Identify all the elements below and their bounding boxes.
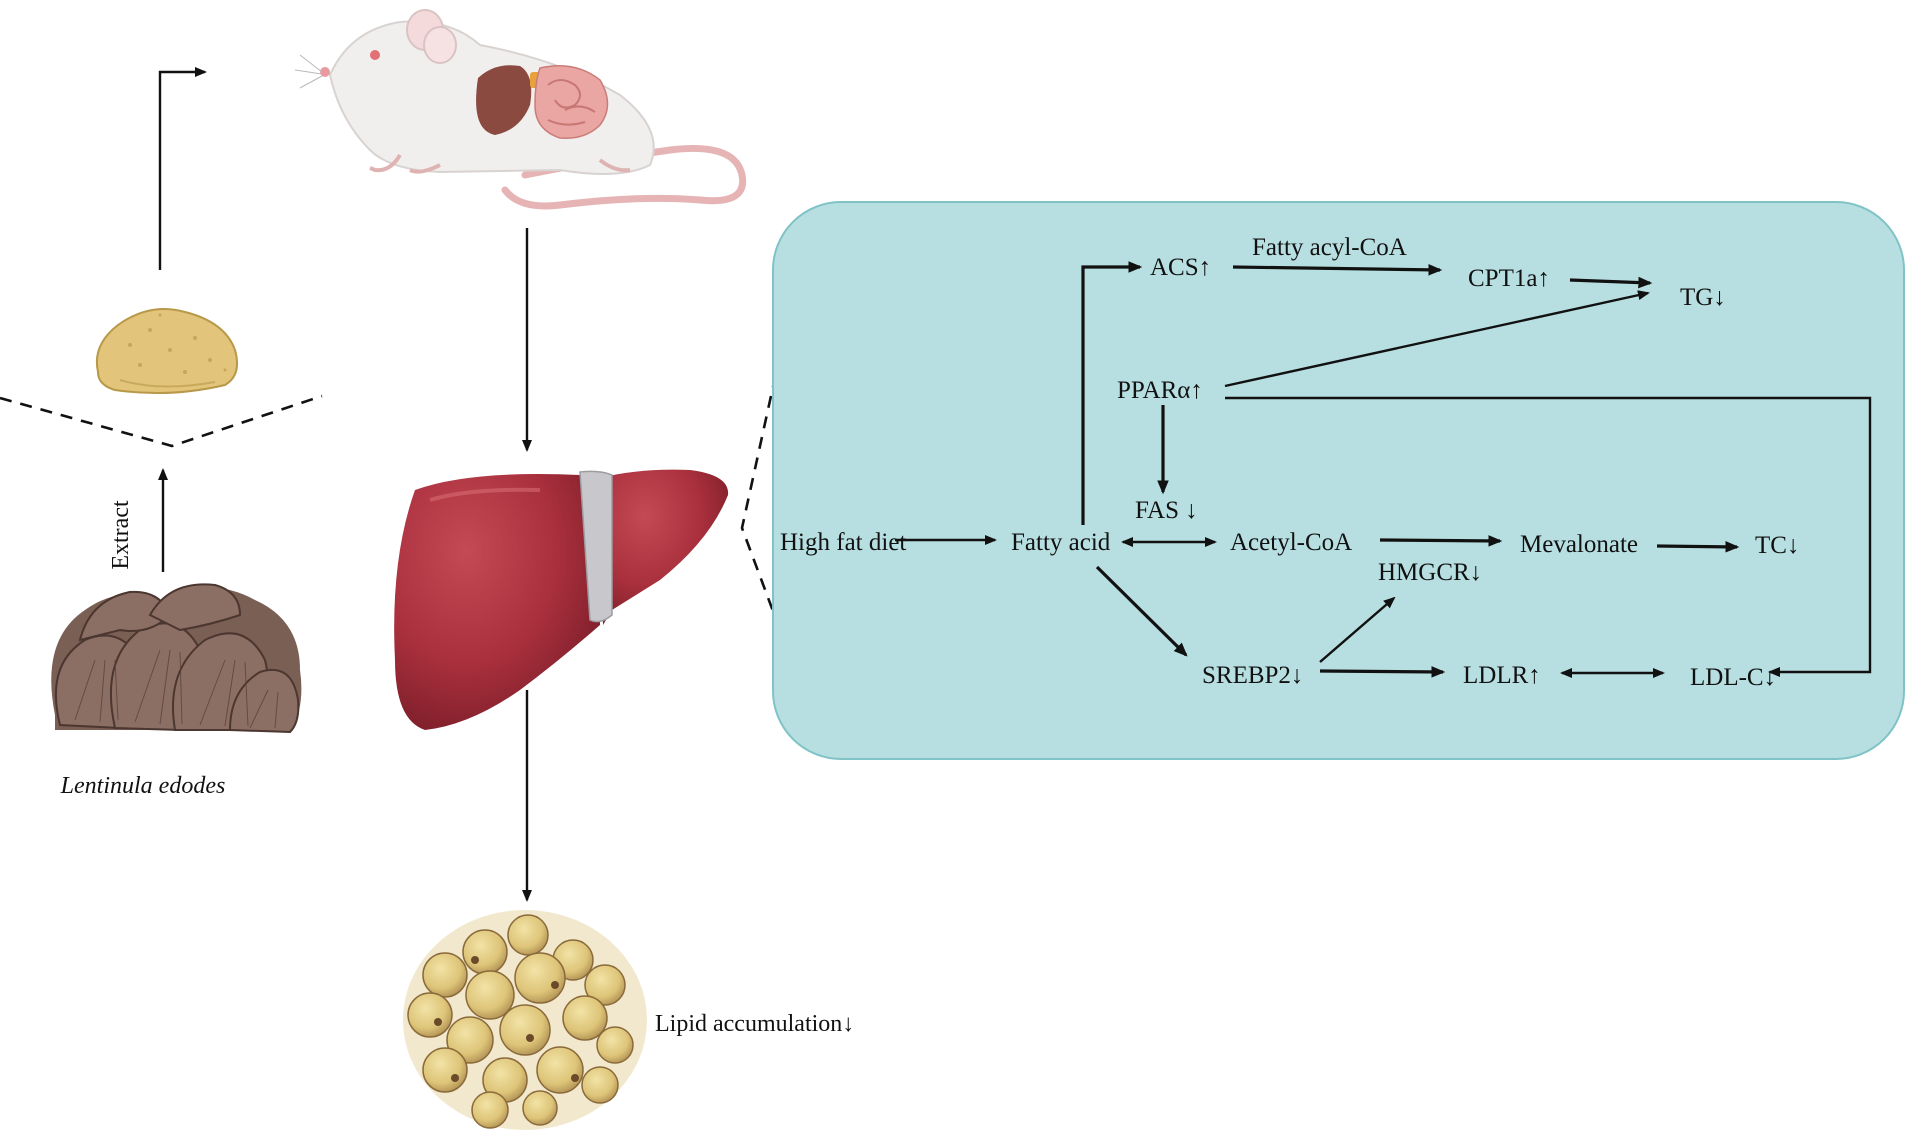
arrow-fatty-acid-to-srebp2 [1095, 565, 1188, 657]
ppara-label: PPARα↑ [1117, 377, 1203, 404]
tc-label: TC↓ [1755, 532, 1799, 559]
mevalonate-label: Mevalonate [1520, 531, 1638, 558]
dashed-separator-left [0, 394, 323, 448]
liver-illustration [394, 469, 729, 730]
arrow-srebp2-to-ldlr [1319, 666, 1446, 678]
shiitake-mushroom-illustration [51, 583, 302, 734]
hmgcr-label: HMGCR↓ [1378, 559, 1482, 586]
lipid-droplets-illustration [403, 910, 647, 1130]
high-fat-diet-label: High fat diet [780, 529, 906, 556]
mouse-illustration [294, 9, 747, 210]
arrow-ppara-to-ldl-c [1225, 396, 1872, 677]
arrow-srebp2-to-hmgcr [1319, 596, 1396, 663]
fas-label: FAS ↓ [1135, 497, 1198, 524]
arrow-ppara-to-tg [1224, 290, 1650, 388]
powder-to-mouse-arrow [158, 67, 207, 270]
extract-label: Extract [108, 500, 134, 570]
arrow-cpt1a-to-tg [1569, 276, 1653, 289]
lipid-accumulation-label: Lipid accumulation↓ [655, 1011, 854, 1037]
acs-label: ACS↑ [1150, 254, 1211, 281]
species-label: Lentinula edodes [60, 773, 226, 799]
ldlr-label: LDLR↑ [1463, 662, 1541, 689]
srebp2-label: SREBP2↓ [1202, 662, 1303, 689]
extract-powder-illustration [96, 308, 238, 395]
arrow-fatty-acid-to-acs [1081, 261, 1143, 525]
tg-label: TG↓ [1680, 284, 1726, 311]
pathway-panel [772, 201, 1905, 760]
fatty-acid-label: Fatty acid [1011, 529, 1111, 556]
ldl-c-label: LDL-C↓ [1690, 664, 1776, 691]
acetyl-coa-label: Acetyl-CoA [1230, 529, 1352, 556]
cpt1a-label: CPT1a↑ [1468, 265, 1550, 292]
fatty-acyl-coa-label: Fatty acyl-CoA [1252, 234, 1407, 261]
arrow-acs-to-cpt1a [1232, 263, 1443, 276]
arrow-mevalonate-to-tc [1656, 541, 1740, 553]
arrow-acetyl-coa-to-mevalonate [1379, 535, 1503, 547]
